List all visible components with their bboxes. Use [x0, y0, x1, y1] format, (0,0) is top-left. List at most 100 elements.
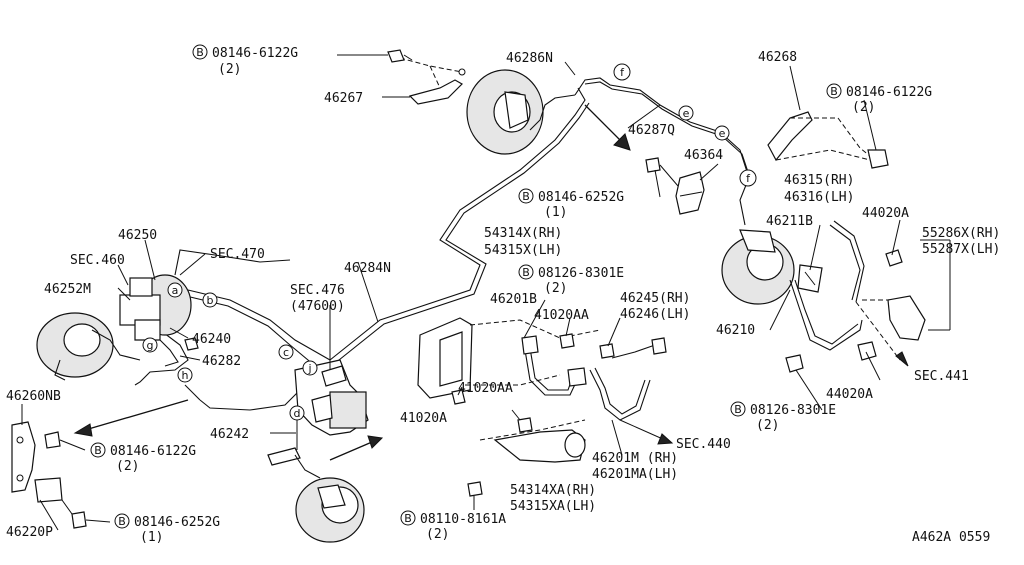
label-44020A-top: 44020A: [862, 206, 909, 221]
hoses-46201B: [521, 333, 674, 445]
bolt-label-b7: B 08146-6252G (1): [114, 513, 220, 545]
label-46240: 46240: [192, 332, 231, 347]
leader-lines: [21, 54, 901, 531]
svg-text:08146-6252G: 08146-6252G: [538, 190, 624, 205]
callout-h: h: [177, 367, 193, 383]
master-cylinder-46250: [119, 274, 199, 351]
svg-text:B: B: [734, 403, 742, 416]
label-46286N: 46286N: [506, 51, 553, 66]
clip-46364: [645, 157, 705, 215]
label-44020A-bot: 44020A: [826, 387, 873, 402]
callout-g: g: [142, 337, 158, 353]
svg-text:b: b: [207, 294, 214, 307]
svg-text:a: a: [172, 284, 179, 297]
label-46267: 46267: [324, 91, 363, 106]
callout-f-2: f: [739, 169, 757, 187]
svg-text:h: h: [182, 369, 189, 382]
bracket-55286X: [785, 239, 951, 373]
label-sec441: SEC.441: [914, 369, 969, 384]
label-55286X: 55286X(RH): [922, 226, 1000, 241]
callout-a: a: [167, 282, 183, 298]
bolt-label-b8: B 08110-8161A (2): [400, 510, 506, 542]
svg-text:08126-8301E: 08126-8301E: [538, 266, 624, 281]
callout-b: b: [202, 292, 218, 308]
svg-text:j: j: [307, 362, 311, 375]
label-41020AA-mid: 41020AA: [458, 381, 513, 396]
svg-text:08146-6122G: 08146-6122G: [110, 444, 196, 459]
bolt-label-b5: B 08126-8301E (2): [730, 401, 836, 433]
svg-text:(2): (2): [116, 459, 139, 474]
label-46250: 46250: [118, 228, 157, 243]
label-sec460: SEC.460: [70, 253, 125, 268]
label-46245: 46245(RH): [620, 291, 690, 306]
bolt-label-b2: B 08146-6122G (2): [826, 83, 932, 115]
label-sec476: SEC.476: [290, 283, 345, 298]
bracket-46268: [767, 111, 889, 169]
label-46246: 46246(LH): [620, 307, 690, 322]
svg-text:B: B: [522, 190, 530, 203]
label-46242: 46242: [210, 427, 249, 442]
label-54315X: 54315X(LH): [484, 243, 562, 258]
master-cylinder-pipes: [134, 329, 201, 401]
callout-j: j: [302, 360, 318, 376]
bolt-label-b4: B 08126-8301E (2): [518, 264, 624, 296]
svg-text:e: e: [683, 107, 690, 120]
rear-right-brake-46210: [721, 179, 865, 351]
svg-text:08146-6122G: 08146-6122G: [846, 85, 932, 100]
label-46287Q: 46287Q: [628, 123, 675, 138]
label-54314X: 54314X(RH): [484, 226, 562, 241]
bracket-54314XA: [467, 417, 586, 508]
bolt-label-b6: B 08146-6122G (2): [90, 442, 196, 474]
label-46201M: 46201M (RH): [592, 451, 678, 466]
bolt-label-b1: B 08146-6122G (2): [192, 44, 298, 77]
label-46364: 46364: [684, 148, 723, 163]
bracket-46267: [387, 49, 466, 105]
label-41020A: 41020A: [400, 411, 447, 426]
svg-text:(1): (1): [544, 205, 567, 220]
label-sec440: SEC.440: [676, 437, 731, 452]
label-46284N: 46284N: [344, 261, 391, 276]
svg-text:e: e: [719, 127, 726, 140]
svg-text:f: f: [620, 66, 625, 79]
callout-e-1: e: [678, 105, 694, 121]
svg-text:B: B: [830, 85, 838, 98]
callout-e-2: e: [714, 125, 730, 141]
diagram-id: A462A 0559: [912, 530, 990, 545]
label-46211B: 46211B: [766, 214, 813, 229]
svg-text:B: B: [118, 515, 126, 528]
callout-c: c: [278, 344, 294, 360]
svg-text:B: B: [522, 266, 530, 279]
bracket-46260NB: [11, 421, 87, 529]
svg-text:f: f: [746, 172, 751, 185]
label-sec470: SEC.470: [210, 247, 265, 262]
label-54314XA: 54314XA(RH): [510, 483, 596, 498]
svg-text:B: B: [196, 46, 204, 59]
front-caliper-46286N: [466, 69, 751, 179]
label-46315: 46315(RH): [784, 173, 854, 188]
svg-text:B: B: [404, 512, 412, 525]
label-46268: 46268: [758, 50, 797, 65]
direction-arrow-left: [73, 399, 189, 437]
svg-text:08146-6252G: 08146-6252G: [134, 515, 220, 530]
label-54315XA: 54315XA(LH): [510, 499, 596, 514]
svg-text:(1): (1): [140, 530, 163, 545]
callout-f-top: f: [613, 63, 631, 81]
svg-text:(2): (2): [852, 100, 875, 115]
svg-text:08126-8301E: 08126-8301E: [750, 403, 836, 418]
label-41020AA-top: 41020AA: [534, 308, 589, 323]
rear-left-brake: [295, 477, 365, 543]
svg-text:g: g: [147, 339, 154, 352]
bolt-label-b3: B 08146-6252G (1): [518, 188, 624, 220]
direction-arrow-bottom: [329, 435, 384, 461]
label-46201B: 46201B: [490, 292, 537, 307]
svg-text:d: d: [294, 407, 301, 420]
label-46282: 46282: [202, 354, 241, 369]
label-sec476-code: (47600): [290, 299, 345, 314]
front-left-brake-46252M: [36, 312, 141, 381]
label-46260NB: 46260NB: [6, 389, 61, 404]
direction-arrow-top: [584, 104, 631, 151]
svg-text:B: B: [94, 444, 102, 457]
label-46220P: 46220P: [6, 525, 53, 540]
